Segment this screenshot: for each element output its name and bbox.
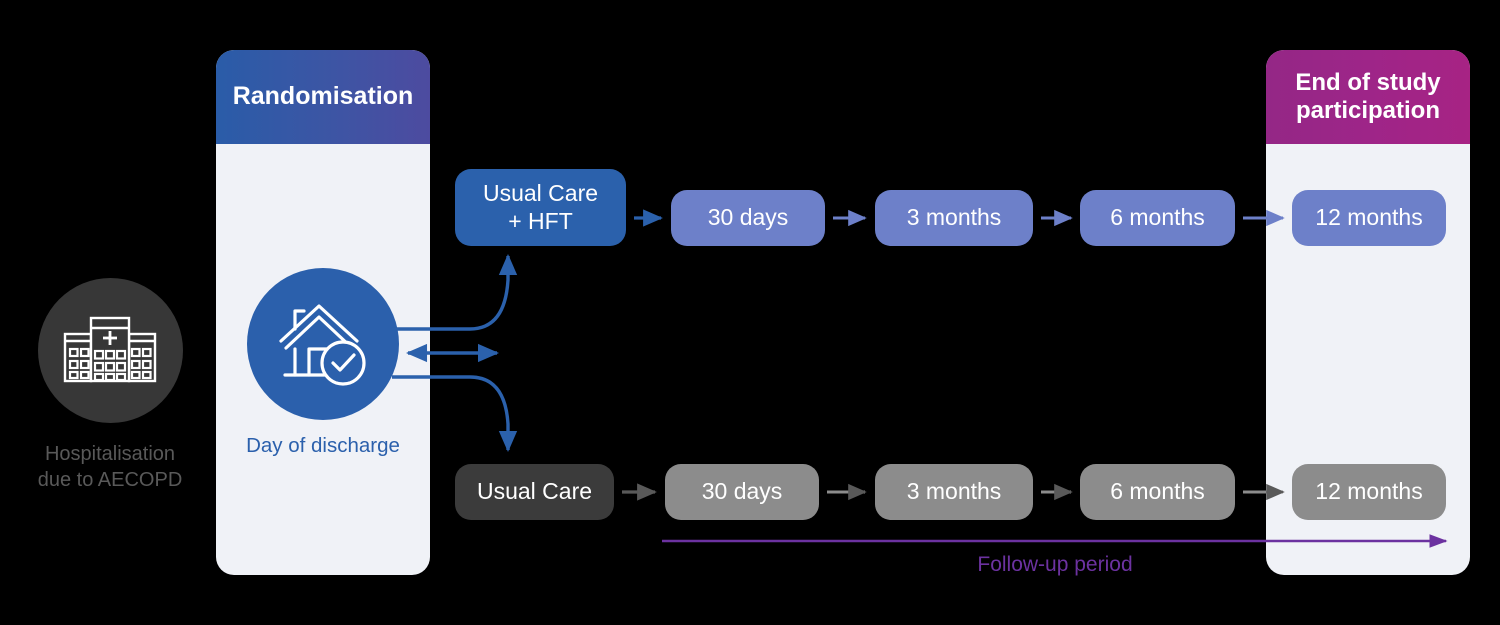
timepoint-usualcare-12-months[interactable]: 12 months bbox=[1292, 464, 1446, 520]
arm-usual-care[interactable]: Usual Care bbox=[455, 464, 614, 520]
randomisation-header: Randomisation bbox=[216, 50, 430, 144]
hospitalisation-caption: Hospitalisation due to AECOPD bbox=[18, 441, 202, 494]
arm-usual-care-plus-hft[interactable]: Usual Care + HFT bbox=[455, 169, 626, 246]
end-of-study-header: End of study participation bbox=[1266, 50, 1470, 144]
day-of-discharge-node: Day of discharge bbox=[216, 268, 430, 458]
followup-period-label: Follow-up period bbox=[977, 553, 1133, 576]
hospitalisation-node: Hospitalisation due to AECOPD bbox=[18, 278, 202, 494]
timepoint-usualcare-30-days[interactable]: 30 days bbox=[665, 464, 819, 520]
house-check-icon bbox=[247, 268, 399, 420]
timepoint-usualcare-3-months[interactable]: 3 months bbox=[875, 464, 1033, 520]
hospitalisation-caption-line2: due to AECOPD bbox=[37, 469, 183, 492]
end-of-study-header-line1: End of study bbox=[1295, 68, 1441, 96]
timepoint-hft-6-months[interactable]: 6 months bbox=[1080, 190, 1235, 246]
timepoint-hft-30-days[interactable]: 30 days bbox=[671, 190, 825, 246]
arm-hft-label-line1: Usual Care bbox=[482, 180, 599, 207]
timepoint-hft-12-months[interactable]: 12 months bbox=[1292, 190, 1446, 246]
day-of-discharge-caption: Day of discharge bbox=[246, 434, 400, 457]
timepoint-hft-3-months[interactable]: 3 months bbox=[875, 190, 1033, 246]
hospital-building-icon bbox=[37, 278, 183, 423]
end-of-study-header-line2: participation bbox=[1295, 97, 1440, 124]
arm-hft-label-line2: + HFT bbox=[508, 207, 573, 234]
timepoint-usualcare-6-months[interactable]: 6 months bbox=[1080, 464, 1235, 520]
hospitalisation-caption-line1: Hospitalisation bbox=[44, 443, 176, 465]
